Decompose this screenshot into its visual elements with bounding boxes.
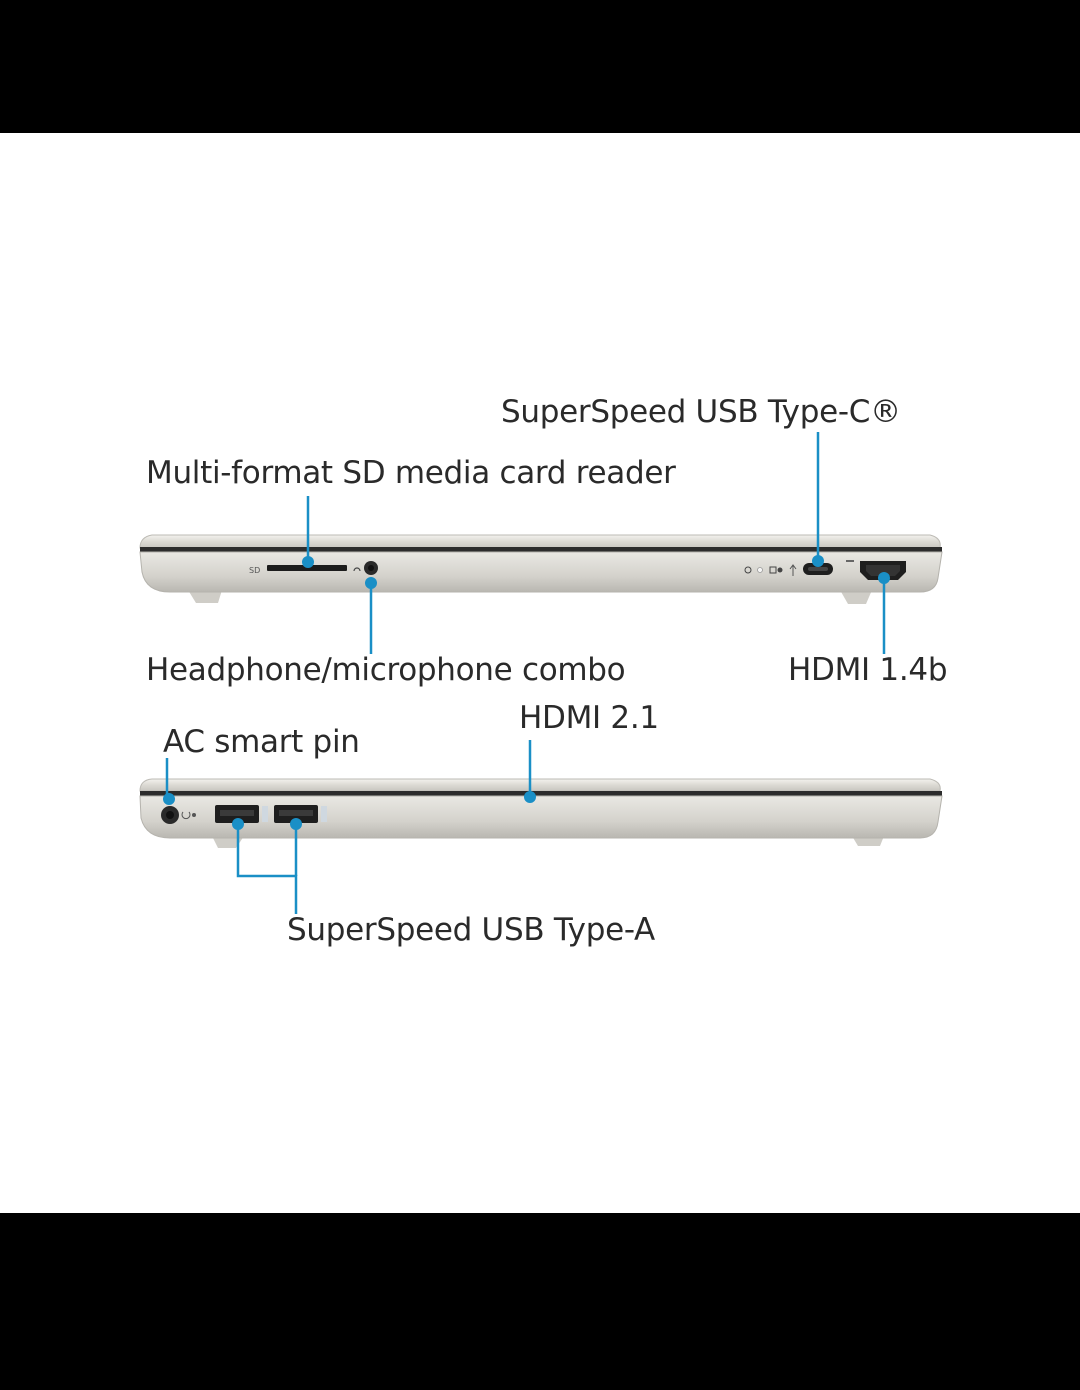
hdmi-icon (846, 560, 854, 562)
callout-label-ac-pin: AC smart pin (163, 724, 360, 760)
laptop-left-side (139, 778, 943, 848)
callout-dot-usb-a-1 (232, 818, 244, 830)
callout-dot-usb-a-2 (290, 818, 302, 830)
callout-label-headphone: Headphone/microphone combo (146, 652, 626, 688)
power-led-icon (744, 566, 752, 574)
laptop-right-side: SD (139, 534, 943, 604)
sd-slot-label: SD (249, 566, 260, 575)
usb-icon (789, 564, 797, 576)
headphone-icon (353, 567, 361, 572)
sd-card-slot (267, 565, 347, 571)
battery-led-icon (769, 566, 777, 574)
ss-usb-icon (262, 806, 268, 822)
callout-label-sd-reader: Multi-format SD media card reader (146, 455, 676, 491)
callout-dot-hdmi-14b (878, 572, 890, 584)
callout-label-usb-c: SuperSpeed USB Type-C® (501, 394, 901, 430)
callout-dots (163, 555, 890, 830)
diagram-panel (0, 133, 1080, 1213)
callout-line-usb-a-1 (236, 826, 298, 914)
callout-label-hdmi-14b: HDMI 1.4b (788, 652, 948, 688)
callout-dot-sd (302, 556, 314, 568)
callout-dot-hdmi-21 (524, 791, 536, 803)
callout-dot-headphone (365, 577, 377, 589)
callout-lines (165, 432, 886, 914)
callout-label-usb-a: SuperSpeed USB Type-A (287, 912, 655, 948)
callout-dot-ac-pin (163, 793, 175, 805)
callout-label-hdmi-21: HDMI 2.1 (519, 700, 659, 736)
callout-dot-usb-c (812, 555, 824, 567)
power-icon (181, 811, 191, 820)
